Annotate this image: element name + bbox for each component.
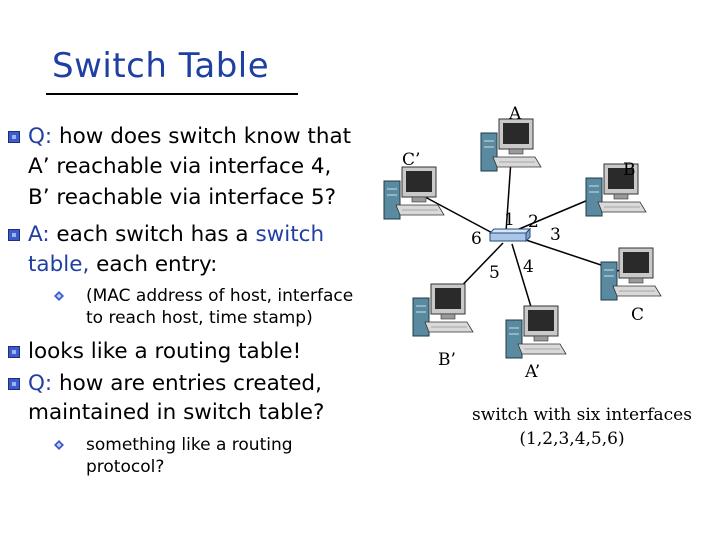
a1-text-2: each entry: — [96, 252, 218, 277]
a1-prefix: A: — [28, 222, 50, 247]
computer-icon — [383, 166, 445, 220]
diagram-caption-line1: switch with six interfaces — [472, 405, 692, 425]
port-label-5: 5 — [489, 263, 500, 283]
diagram-caption-line2: (1,2,3,4,5,6) — [519, 429, 625, 449]
sub2-line1: something like a routing — [86, 435, 293, 455]
port-label-2: 2 — [528, 212, 539, 232]
title-underline — [46, 93, 298, 95]
q1-text-1: how does switch know that — [59, 124, 352, 149]
checkbox-bullet-icon — [8, 346, 20, 358]
computer-icon — [585, 163, 647, 217]
q2-text-1: how are entries created, — [59, 371, 322, 396]
a1-highlight-table: table, — [28, 252, 90, 277]
bullet-q1-line1: Q: how does switch know that — [28, 124, 351, 150]
checkbox-bullet-icon — [8, 229, 20, 241]
bullet-q1-line3: B’ reachable via interface 5? — [28, 185, 337, 210]
bullet-q2-line2: maintained in switch table? — [28, 400, 325, 425]
sub1-line2: to reach host, time stamp) — [86, 308, 313, 328]
checkbox-bullet-icon — [8, 378, 20, 390]
diamond-bullet-icon — [54, 440, 64, 450]
bullet-b3-line1: looks like a routing table! — [28, 339, 302, 364]
bullet-q2-line1: Q: how are entries created, — [28, 371, 322, 397]
port-label-4: 4 — [523, 257, 534, 277]
host-label-a-prime: A’ — [525, 362, 541, 382]
computer-icon — [505, 305, 567, 359]
a1-text-1: each switch has a — [56, 222, 249, 247]
computer-icon — [412, 283, 474, 337]
host-label-a: A — [509, 104, 522, 124]
bullet-a1-line2: table, each entry: — [28, 252, 217, 278]
computer-icon — [480, 118, 542, 172]
port-label-3: 3 — [550, 225, 561, 245]
checkbox-bullet-icon — [8, 131, 20, 143]
port-label-1: 1 — [504, 210, 515, 230]
q2-prefix: Q: — [28, 371, 53, 396]
q1-prefix: Q: — [28, 124, 53, 149]
host-label-b: B — [623, 160, 636, 180]
host-label-c: C — [631, 305, 645, 325]
bullet-q1-line2: A’ reachable via interface 4, — [28, 154, 332, 179]
host-label-b-prime: B’ — [438, 350, 456, 370]
a1-highlight-switch: switch — [255, 222, 325, 247]
bullet-list: Q: how does switch know that A’ reachabl… — [8, 124, 354, 477]
bullet-a1-line1: A: each switch has a switch — [28, 222, 324, 248]
sub2-line2: protocol? — [86, 457, 165, 477]
switch-icon — [488, 227, 532, 243]
cable-2 — [511, 194, 601, 233]
host-label-c-prime: C’ — [402, 150, 421, 170]
cable-6 — [411, 189, 499, 237]
sub1-line1: (MAC address of host, interface — [86, 286, 354, 306]
slide-title: Switch Table — [52, 46, 270, 86]
diamond-bullet-icon — [54, 291, 64, 301]
cable-1 — [505, 159, 512, 233]
computer-icon — [600, 247, 662, 301]
port-label-6: 6 — [471, 229, 482, 249]
